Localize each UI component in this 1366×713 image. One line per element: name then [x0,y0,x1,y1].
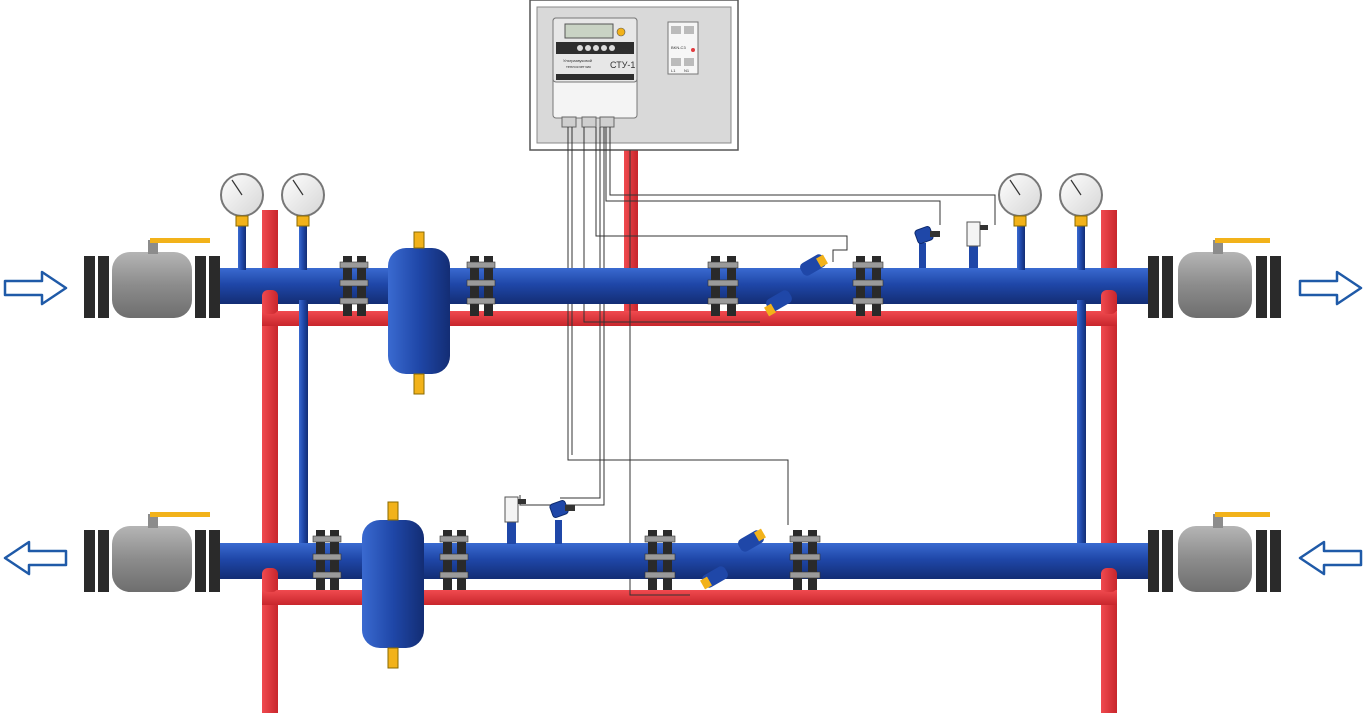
pressure-sensor-top [966,221,988,268]
supply-pipeline [84,173,1281,545]
controller-cabinet: Ультразвуковой теплосчетчик СТУ-1 Пульса… [529,0,739,151]
arrow-left-icon [1298,540,1363,576]
air-separator-top [388,231,450,395]
arrow-right-icon [1298,270,1363,306]
meter-caption-2: теплосчетчик [566,64,591,69]
breaker-indicator-icon [691,48,695,52]
air-separator-bottom [362,501,424,669]
meter-display [564,23,614,39]
breaker-label: BKN-C3 [671,45,686,50]
frame-rail-bottom [262,590,1117,605]
meter-badge-2: № 00071 [617,51,630,55]
pressure-gauge-icon [220,173,264,227]
flow-sensor-bottom [700,528,766,590]
ball-valve-top-left [84,238,220,318]
meter-logo-icon [616,27,626,37]
meter-badge-1: Пульсар-М [617,47,633,51]
meter-model: СТУ-1 [610,60,635,70]
flange-set-top [339,256,884,316]
ball-valve-bottom-left [84,512,220,592]
pressure-gauge-icon [1059,173,1103,227]
pressure-sensor-bottom [504,496,526,544]
circuit-breaker: BKN-C3 L1 N1 [667,21,699,75]
flow-sensor-top [764,254,828,317]
ball-valve-bottom-right [1148,512,1281,592]
arrow-left-icon [3,540,68,576]
pressure-gauge-icon [281,173,325,227]
temperature-sensor-bottom [549,500,575,544]
pressure-gauge-icon [998,173,1042,227]
temperature-sensor-top [914,226,940,268]
terminal-l: L1 [671,68,676,73]
terminal-n: N1 [684,68,690,73]
signal-cables [519,127,996,596]
ball-valve-top-right [1148,238,1281,318]
return-pipeline [84,496,1281,669]
flange-set-bottom [312,530,821,590]
meter-caption-1: Ультразвуковой [563,58,592,63]
arrow-right-icon [3,270,68,306]
heat-meter-unit: Ультразвуковой теплосчетчик СТУ-1 Пульса… [552,17,638,128]
